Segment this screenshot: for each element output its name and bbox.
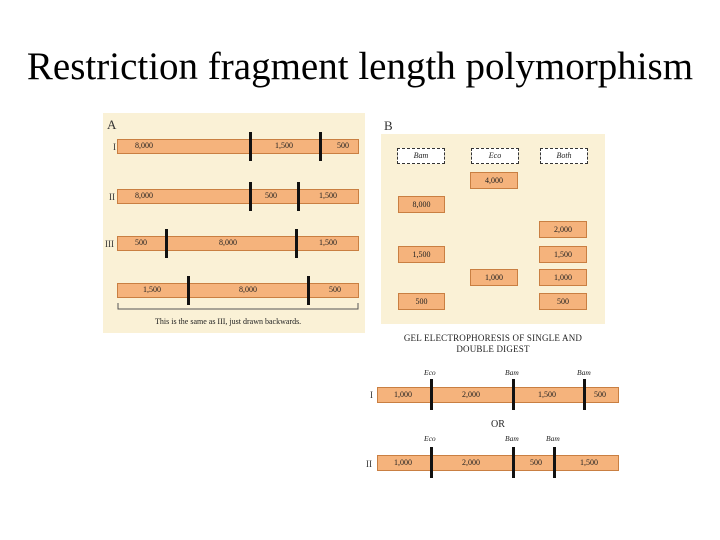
cut-site (187, 276, 190, 305)
slide-title: Restriction fragment length polymorphism (26, 45, 694, 88)
enzyme-label-eco: Eco (424, 434, 436, 443)
fragment-label: 500 (337, 141, 349, 150)
band-eco-4000: 4,000 (470, 172, 518, 189)
gel-caption-line1: GEL ELECTROPHORESIS OF SINGLE AND (403, 333, 583, 343)
or-label: OR (491, 419, 505, 430)
cut-site (319, 132, 322, 161)
well-eco: Eco (471, 148, 519, 164)
cut-site (583, 379, 586, 410)
fragment-label: 1,000 (394, 390, 412, 399)
cut-site (512, 447, 515, 478)
map-row-label: I (113, 142, 116, 152)
enzyme-label-bam: Bam (577, 368, 591, 377)
fragment-label: 1,500 (580, 458, 598, 467)
fragment-label: 1,500 (319, 238, 337, 247)
enzyme-label-bam: Bam (546, 434, 560, 443)
fragment-label: 500 (594, 390, 606, 399)
fragment-label: 2,000 (462, 390, 480, 399)
enzyme-label-eco: Eco (424, 368, 436, 377)
panel-a: A I 8,000 1,500 500 II 8,000 500 1,500 I… (103, 113, 365, 333)
cut-site (297, 182, 300, 211)
fragment-label: 500 (265, 191, 277, 200)
map-row-label: II (366, 459, 372, 469)
band-both-500: 500 (539, 293, 587, 310)
fragment-label: 1,500 (319, 191, 337, 200)
fragment-label: 1,000 (394, 458, 412, 467)
restriction-map-bar (377, 387, 619, 403)
band-both-1000: 1,000 (539, 269, 587, 286)
restriction-map-bar (117, 283, 359, 298)
cut-site (307, 276, 310, 305)
cut-site (553, 447, 556, 478)
fragment-label: 500 (135, 238, 147, 247)
band-both-2000: 2,000 (539, 221, 587, 238)
fragment-label: 1,500 (275, 141, 293, 150)
map-row-label: III (105, 239, 114, 249)
well-bam: Bam (397, 148, 445, 164)
band-both-1500: 1,500 (539, 246, 587, 263)
fragment-label: 1,500 (538, 390, 556, 399)
enzyme-label-bam: Bam (505, 368, 519, 377)
restriction-map-bar (117, 139, 359, 154)
map-row-label: II (109, 192, 115, 202)
fragment-label: 8,000 (239, 285, 257, 294)
map-row-label: I (370, 390, 373, 400)
fragment-label: 8,000 (219, 238, 237, 247)
gel-caption-line2: DOUBLE DIGEST (456, 344, 530, 354)
fragment-label: 1,500 (143, 285, 161, 294)
cut-site (249, 182, 252, 211)
cut-site (249, 132, 252, 161)
fragment-label: 2,000 (462, 458, 480, 467)
panel-b-label: B (384, 118, 393, 133)
panel-a-label: A (107, 117, 117, 132)
enzyme-label-bam: Bam (505, 434, 519, 443)
bracket (117, 303, 359, 310)
band-bam-8000: 8,000 (398, 196, 445, 213)
restriction-map-bar (117, 236, 359, 251)
panel-a-note: This is the same as III, just drawn back… (155, 317, 302, 326)
cut-site (165, 229, 168, 258)
well-both: Both (540, 148, 588, 164)
cut-site (512, 379, 515, 410)
cut-site (430, 379, 433, 410)
fragment-label: 8,000 (135, 141, 153, 150)
band-bam-1500: 1,500 (398, 246, 445, 263)
cut-site (430, 447, 433, 478)
fragment-label: 500 (530, 458, 542, 467)
panel-b-gel: Bam Eco Both 4,000 8,000 2,000 1,500 1,5… (381, 134, 605, 324)
band-eco-1000: 1,000 (470, 269, 518, 286)
cut-site (295, 229, 298, 258)
band-bam-500: 500 (398, 293, 445, 310)
fragment-label: 8,000 (135, 191, 153, 200)
restriction-map-bar (377, 455, 619, 471)
fragment-label: 500 (329, 285, 341, 294)
